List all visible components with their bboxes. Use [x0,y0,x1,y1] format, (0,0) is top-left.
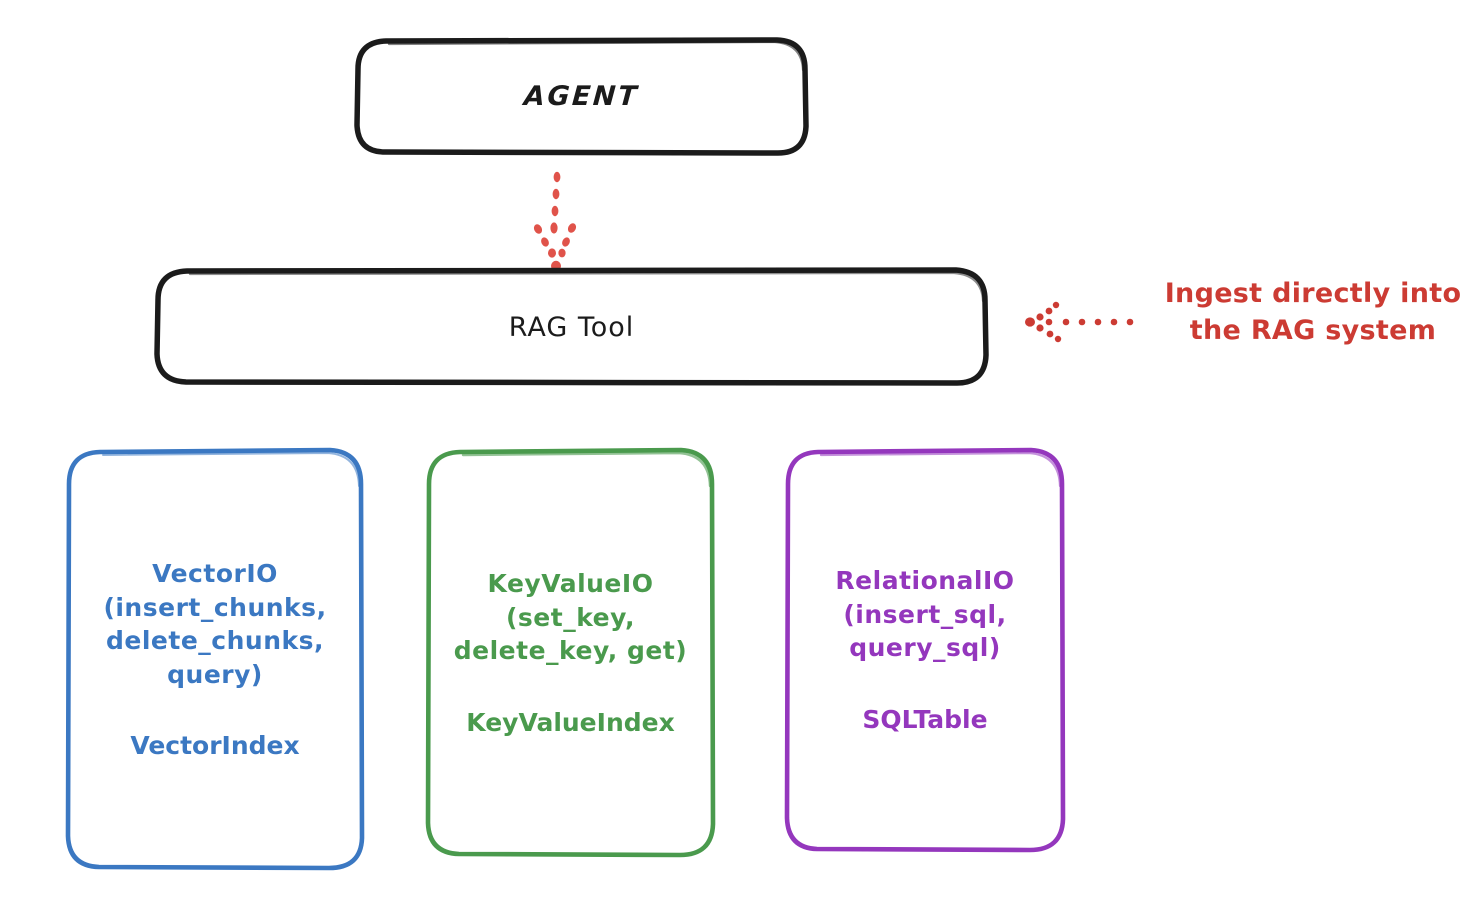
vector-io-node[interactable]: VectorIO (insert_chunks, delete_chunks, … [68,450,362,870]
key-value-io-box-outline [425,447,716,858]
vector-index-label: VectorIndex [130,731,300,761]
vector-io-node-label: VectorIO (insert_chunks, delete_chunks, … [103,559,327,689]
agent-to-rag-connector [533,171,577,272]
relational-io-box-outline [784,447,1066,853]
rag-tool-node-label: RAG Tool [508,311,635,343]
vector-io-box-sketch-overlay [102,451,360,487]
relational-io-box-sketch-overlay [819,451,1062,488]
ingest-annotation-text: Ingest directly into the RAG system [1164,278,1462,346]
agent-box-outline [354,37,809,156]
rag-tool-node[interactable]: RAG Tool [157,270,986,385]
relational-io-node[interactable]: RelationalIO (insert_sql, query_sql) SQL… [787,450,1063,850]
key-value-io-node-label: KeyValueIO (set_key, delete_key, get) [453,569,688,665]
agent-node[interactable]: AGENT [357,40,806,154]
key-value-io-node[interactable]: KeyValueIO (set_key, delete_key, get) Ke… [428,450,713,856]
sql-table-label: SQLTable [862,704,988,734]
agent-box-sketch-overlay [387,40,805,72]
ingest-pointer-connector [1025,301,1134,343]
key-value-io-box-sketch-overlay [461,451,712,488]
agent-node-label: AGENT [522,81,641,113]
rag-tool-box-outline [154,267,989,386]
rag-tool-box-sketch-overlay [188,271,985,303]
relational-io-node-label: RelationalIO (insert_sql, query_sql) [835,566,1015,662]
vector-io-box-outline [65,447,365,871]
key-value-index-label: KeyValueIndex [466,707,675,737]
